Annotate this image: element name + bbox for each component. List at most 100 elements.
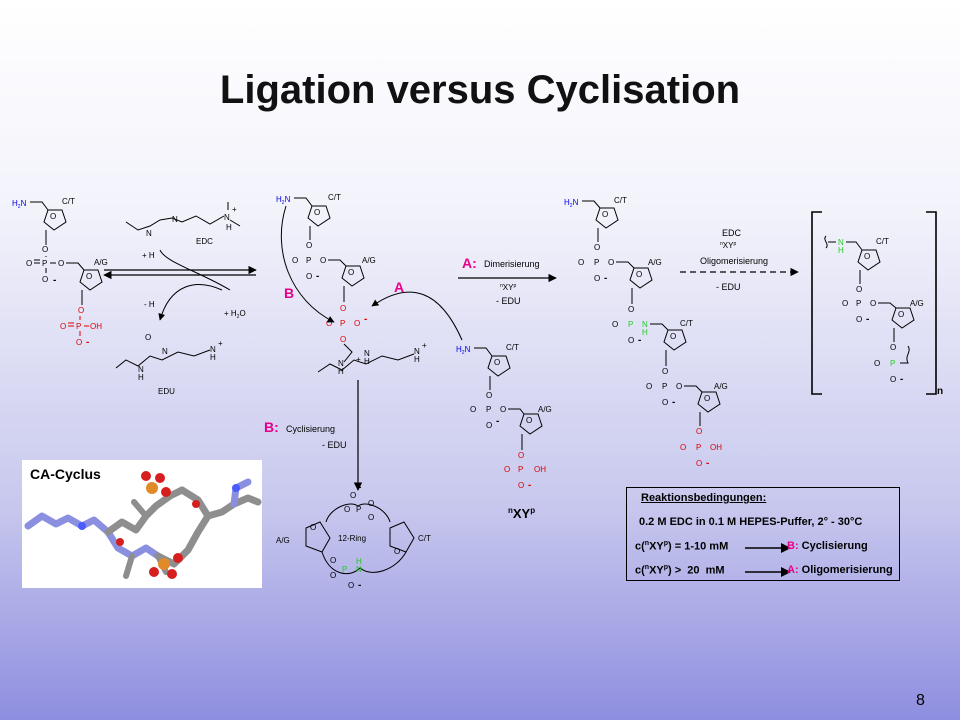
page-number: 8: [916, 692, 925, 709]
terminal-phosphate: O O P OH O -: [60, 306, 102, 348]
atom-o: O: [26, 259, 32, 268]
atom-o: O: [890, 343, 896, 352]
ring-oxygen: O: [494, 358, 500, 367]
pathway-a-label: A:: [462, 255, 477, 271]
pathway-a-step: A: Dimerisierung nXYp - EDU: [458, 255, 557, 306]
condition-result-cyclisation: B: Cyclisierung: [787, 540, 868, 552]
base-ag: A/G: [538, 405, 552, 414]
nxyp-label: nXYp: [508, 506, 535, 521]
pathway-b-marker: B: [284, 285, 294, 301]
atom-oh: OH: [534, 465, 546, 474]
base-ag: A/G: [94, 258, 108, 267]
amide-nh: N H: [838, 238, 844, 255]
charge-neg: -: [706, 458, 709, 469]
conditions-line-1: 0.2 M EDC in 0.1 M HEPES-Puffer, 2° - 30…: [639, 516, 863, 528]
ring-oxygen: O: [526, 416, 532, 425]
atom-h: H: [210, 353, 216, 362]
atom-p: P: [342, 565, 347, 574]
arrow-icon: [745, 567, 791, 577]
reaction-conditions-box: Reaktionsbedingungen: 0.2 M EDC in 0.1 M…: [626, 487, 900, 581]
bracket-right: [926, 211, 937, 395]
atom-p: P: [856, 299, 861, 308]
nxyp-reagent-label: nXYp: [720, 241, 736, 250]
activated-intermediate: H2N O C/T O O P O O - O A/G O O P O O -: [276, 193, 427, 376]
atom-p: P: [518, 465, 523, 474]
atom-n: N: [162, 347, 168, 356]
charge-neg: -: [358, 482, 361, 493]
atom-o: O: [330, 556, 336, 565]
atom-o: O: [628, 336, 634, 345]
atom-o: O: [58, 259, 64, 268]
oligomer-repeat-unit: n N H O C/T O O P O O - O A/G O O P: [811, 211, 943, 397]
minus-edu-label: - EDU: [322, 440, 347, 450]
atom-h: H: [642, 328, 648, 337]
sup-p: p: [663, 564, 669, 571]
atom-o: O: [874, 359, 880, 368]
atom-o: O: [662, 398, 668, 407]
atom-n: N: [414, 347, 420, 356]
charge-plus: +: [232, 205, 237, 214]
dimer-product: H2N O C/T O O P O O - O A/G O O P N H O: [564, 196, 728, 469]
atom-o: O: [368, 513, 374, 522]
atom-o: O: [330, 571, 336, 580]
atom-o: O: [856, 315, 862, 324]
atom-p: P: [340, 319, 345, 328]
starting-dinucleotide: H2N O C/T O O P O O - O A/G O O P OH O -: [12, 197, 108, 348]
charge-neg: -: [86, 337, 89, 348]
atom-p: P: [306, 256, 311, 265]
charge-plus: +: [356, 355, 361, 364]
edu-byproduct: N H O N N H + EDU: [115, 333, 223, 396]
condition-row-cyclisation: c(nXYp) = 1-10 mM: [635, 540, 728, 553]
atom-h: H: [414, 355, 420, 364]
pathway-b-label: B:: [264, 419, 279, 435]
ring-oxygen: O: [394, 547, 400, 556]
atom-o: O: [486, 391, 492, 400]
atom-o: O: [870, 299, 876, 308]
atom-p: P: [42, 259, 47, 268]
ca-cyclus-model-image: CA-Cyclus: [22, 460, 262, 588]
atom-p: P: [486, 405, 491, 414]
xy-label: XY: [649, 540, 664, 553]
atom-o: O: [646, 382, 652, 391]
attack-arrows: B A: [280, 205, 463, 341]
atom-n: N: [138, 365, 144, 374]
base-ct: C/T: [680, 319, 693, 328]
atom-o: O: [350, 491, 356, 500]
atom-o: O: [594, 243, 600, 252]
dimerisierung-label: Dimerisierung: [484, 259, 540, 269]
ca-cyclus-label: CA-Cyclus: [30, 466, 101, 482]
atom-oh: OH: [710, 443, 722, 452]
atom-p: P: [628, 320, 633, 329]
atom-o: O: [78, 306, 84, 315]
atom-o: O: [676, 382, 682, 391]
sugar-ring: [307, 205, 331, 227]
cyclisierung-label: Cyclisierung: [286, 424, 335, 434]
ring-size-label: 12-Ring: [338, 534, 366, 543]
sugar-ring: [79, 269, 103, 291]
atom-h: H: [364, 357, 370, 366]
edu-label: EDU: [158, 387, 175, 396]
atom-o: O: [306, 241, 312, 250]
minus-edu-label: - EDU: [716, 282, 741, 292]
atom-o: O: [60, 322, 66, 331]
plus-h-label: + H: [142, 251, 155, 260]
atom-h: H: [838, 246, 844, 255]
charge-neg: -: [316, 271, 319, 282]
atom-o: O: [306, 272, 312, 281]
atom-p: P: [662, 382, 667, 391]
atom-n: N: [338, 359, 344, 368]
atom-o: O: [628, 305, 634, 314]
atom-o: O: [578, 258, 584, 267]
terminal-phosphate: O O P OH O -: [680, 427, 722, 469]
atom-o: O: [696, 427, 702, 436]
atom-n: N: [838, 238, 844, 247]
pathway-a-marker: A: [394, 279, 404, 295]
atom-o: O: [368, 499, 374, 508]
pathway-b-step: B: Cyclisierung - EDU: [264, 380, 363, 491]
atom-p: P: [696, 443, 701, 452]
h2n-label: H2N: [12, 199, 27, 210]
ring-oxygen: O: [314, 208, 320, 217]
atom-o: O: [856, 285, 862, 294]
atom-o: O: [348, 581, 354, 590]
